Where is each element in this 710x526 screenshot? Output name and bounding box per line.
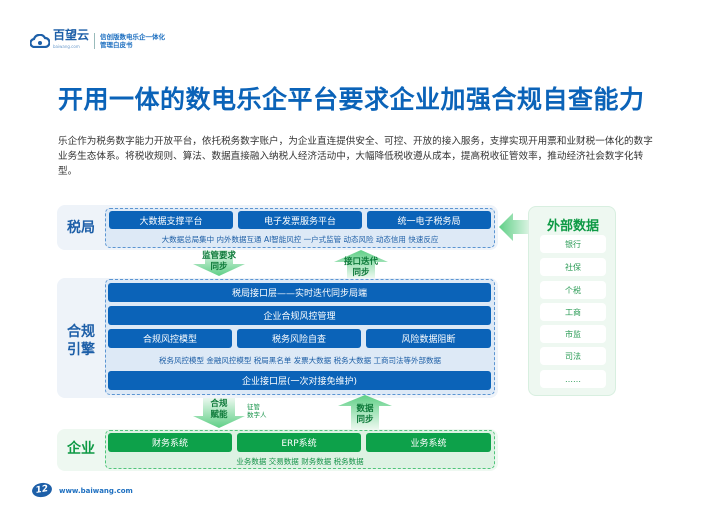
- risk-data-block-button[interactable]: 风险数据阻断: [366, 329, 491, 348]
- tax-bureau-panel: 税局 大数据支撑平台 电子发票服务平台 统一电子税务局 大数据总局集中 内外数据…: [57, 205, 498, 250]
- e-invoice-platform-button[interactable]: 电子发票服务平台: [238, 211, 362, 229]
- external-item-commerce: 工商: [540, 303, 606, 321]
- footer-url[interactable]: www.baiwang.com: [59, 487, 133, 495]
- external-item-income-tax: 个税: [540, 281, 606, 299]
- external-data-title: 外部数据: [546, 219, 599, 234]
- risk-model-button[interactable]: 合规风控模型: [108, 329, 232, 348]
- erp-system-button[interactable]: ERP系统: [237, 433, 361, 452]
- external-item-more: ……: [540, 370, 606, 388]
- enterprise-features: 业务数据 交易数据 财务数据 税务数据: [236, 457, 364, 466]
- enterprise-panel: 企业 财务系统 ERP系统 业务系统 业务数据 交易数据 财务数据 税务数据: [57, 429, 498, 471]
- compliance-engine-label: 合规引擎: [67, 324, 95, 358]
- risk-control-management-bar[interactable]: 企业合规风控管理: [108, 306, 491, 325]
- compliance-features: 税务风控模型 金融风控模型 税局黑名单 发票大数据 税务大数据 工商司法等外部数…: [159, 356, 441, 365]
- tax-bureau-features: 大数据总局集中 内外数据互通 AI智能风控 一户式监管 动态风险 动态信用 快速…: [161, 235, 439, 244]
- enterprise-interface-layer-bar[interactable]: 企业接口层(一次对接免维护): [108, 371, 491, 390]
- big-data-platform-button[interactable]: 大数据支撑平台: [109, 211, 233, 229]
- up-arrow-icon: 数据同步: [338, 395, 392, 429]
- tax-risk-check-button[interactable]: 税务风险自查: [237, 329, 361, 348]
- compliance-engine-panel: 合规引擎 税局接口层——实时迭代同步局端 企业合规风控管理 合规风控模型 税务风…: [57, 278, 498, 398]
- page-title: 开用一体的数电乐企平台要求企业加强合规自查能力: [58, 85, 645, 114]
- tax-bureau-label: 税局: [67, 220, 95, 236]
- page-number: 12: [30, 481, 54, 499]
- tax-digital-human-note: 征管数字人: [247, 403, 267, 419]
- left-arrow-icon: [499, 213, 533, 241]
- external-item-social-security: 社保: [540, 258, 606, 276]
- external-item-judicial: 司法: [540, 347, 606, 365]
- enterprise-label: 企业: [67, 441, 95, 457]
- e-tax-bureau-button[interactable]: 统一电子税务局: [367, 211, 491, 229]
- slogan: 信创版数电乐企一体化管理白皮书: [100, 33, 166, 49]
- up-arrow-icon: 接口迭代同步: [334, 250, 388, 278]
- cloud-logo-icon: [30, 34, 50, 48]
- down-arrow-icon: 监管要求同步: [193, 250, 245, 276]
- finance-system-button[interactable]: 财务系统: [108, 433, 232, 452]
- down-arrow-icon: 合规赋能: [193, 398, 245, 428]
- external-item-bank: 银行: [540, 235, 606, 253]
- external-item-market-supervision: 市监: [540, 325, 606, 343]
- external-data-panel: 外部数据 银行 社保 个税 工商 市监 司法 ……: [528, 206, 616, 396]
- tax-interface-layer-bar[interactable]: 税局接口层——实时迭代同步局端: [108, 283, 491, 302]
- intro-paragraph: 乐企作为税务数字能力开放平台，依托税务数字账户，为企业直连提供安全、可控、开放的…: [58, 136, 653, 177]
- business-system-button[interactable]: 业务系统: [366, 433, 491, 452]
